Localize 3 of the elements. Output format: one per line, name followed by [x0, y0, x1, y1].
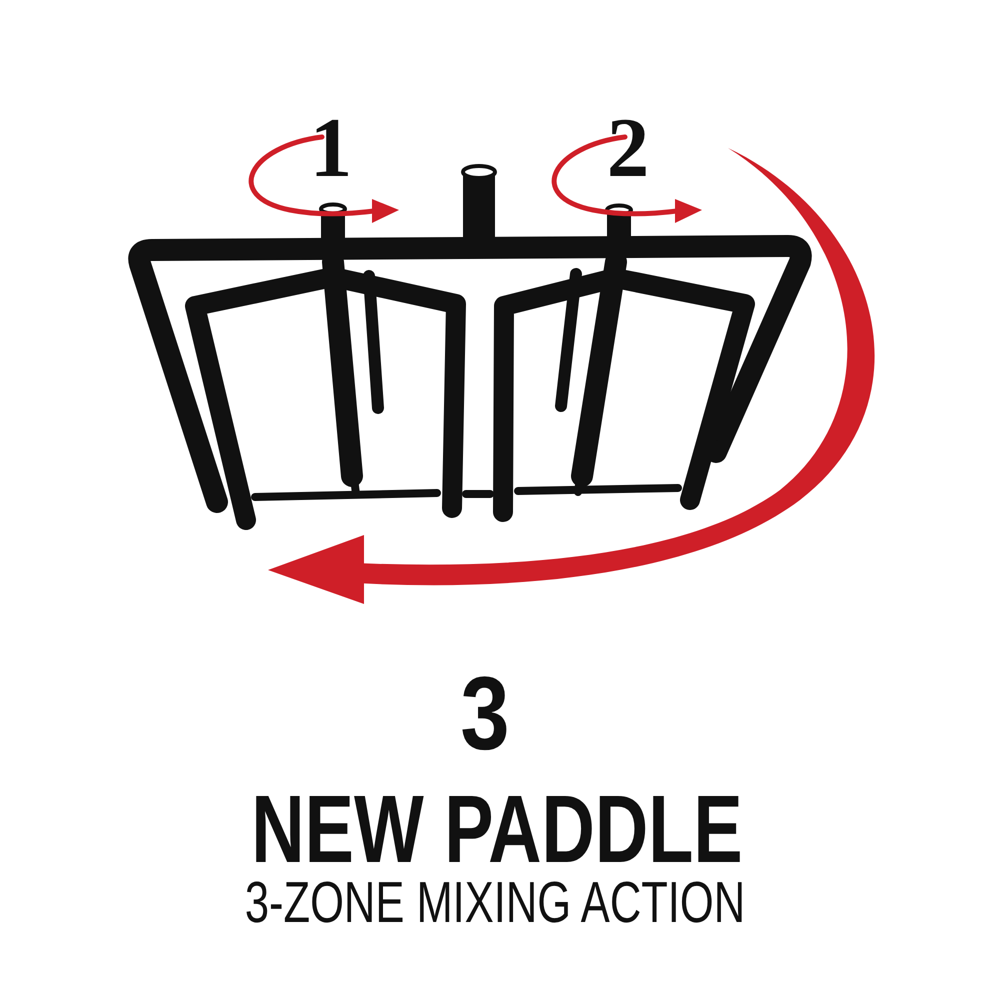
zone-number: 1 [310, 106, 352, 191]
zone-number: 3 [460, 662, 510, 766]
zone-number: 2 [606, 106, 650, 191]
